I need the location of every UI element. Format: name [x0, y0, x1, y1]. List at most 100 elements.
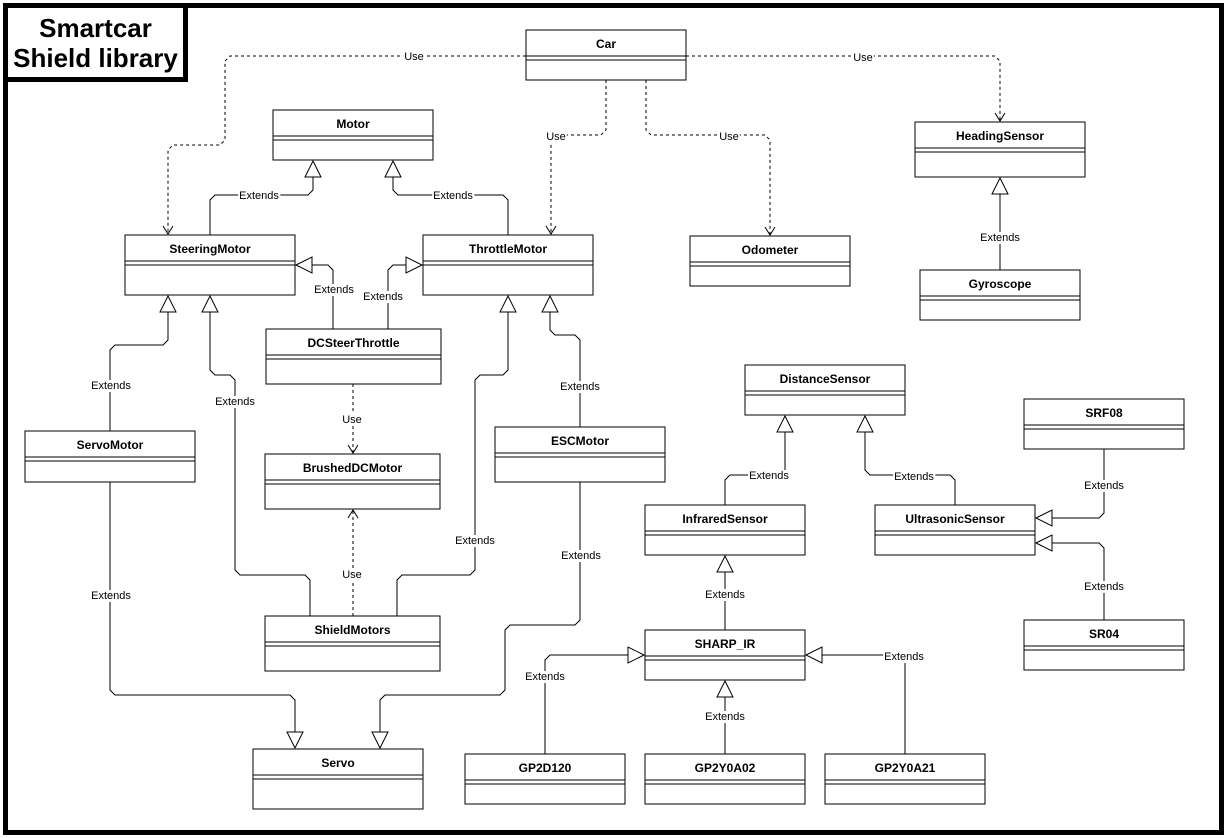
class-servo-motor[interactable]: ServoMotor: [24, 430, 196, 483]
generalization-arrowhead: [499, 294, 517, 313]
relation-line: [545, 80, 607, 235]
relation-label: Use: [546, 131, 566, 143]
class-sr04[interactable]: SR04: [1023, 619, 1185, 671]
class-brushed-dc-motor[interactable]: BrushedDCMotor: [264, 453, 441, 510]
relation-label-background: [432, 190, 475, 202]
relation-ext-esc-throttle: Extends: [541, 294, 602, 427]
class-car[interactable]: Car: [525, 29, 687, 81]
relation-label-background: [454, 535, 497, 547]
relation-line: [645, 80, 776, 236]
relation-label: Extends: [980, 232, 1020, 244]
class-ultrasonic-sensor[interactable]: UltrasonicSensor: [874, 504, 1036, 556]
relation-label-background: [362, 291, 405, 303]
class-name: SRF08: [1085, 406, 1123, 420]
class-name: ServoMotor: [77, 438, 144, 452]
class-esc-motor[interactable]: ESCMotor: [494, 426, 666, 483]
relation-label-background: [559, 381, 602, 393]
relation-line: [822, 654, 906, 754]
relation-line: [686, 55, 1006, 122]
generalization-arrowhead: [991, 176, 1009, 195]
generalization-arrowhead: [286, 731, 304, 750]
class-throttle-motor[interactable]: ThrottleMotor: [422, 234, 594, 296]
relation-label-background: [313, 284, 356, 296]
generalization-arrowhead: [304, 159, 322, 178]
relation-use-shield-brushed: Use: [341, 509, 363, 616]
relation-label: Use: [853, 52, 873, 64]
generalization-arrowhead: [804, 646, 823, 664]
class-name: HeadingSensor: [956, 129, 1044, 143]
generalization-arrowhead: [716, 554, 734, 573]
relation-line: [392, 177, 509, 235]
class-sharp-ir[interactable]: SHARP_IR: [644, 629, 806, 681]
relation-label: Use: [342, 414, 362, 426]
relation-label-background: [560, 550, 603, 562]
class-name: ThrottleMotor: [469, 242, 547, 256]
class-gp2y0a02[interactable]: GP2Y0A02: [644, 753, 806, 805]
relation-ext-ultrasonic-distance: Extends: [856, 414, 956, 505]
class-name: InfraredSensor: [682, 512, 768, 526]
relation-ext-sr04-ultrasonic: Extends: [1034, 534, 1126, 620]
generalization-arrowhead: [1034, 534, 1053, 552]
relation-label: Extends: [215, 396, 255, 408]
class-gyroscope[interactable]: Gyroscope: [919, 269, 1081, 321]
relation-line: [312, 264, 334, 329]
relation-label-background: [341, 414, 363, 426]
class-gp2d120[interactable]: GP2D120: [464, 753, 626, 805]
relation-ext-shield-steering: Extends: [201, 294, 311, 616]
generalization-arrowhead: [405, 256, 424, 274]
class-infrared-sensor[interactable]: InfraredSensor: [644, 504, 806, 556]
class-name: DistanceSensor: [780, 372, 871, 386]
class-name: UltrasonicSensor: [905, 512, 1005, 526]
relation-label-background: [238, 190, 281, 202]
relation-ext-srf08-ultrasonic: Extends: [1034, 449, 1126, 527]
relation-ext-dcsteer-throttle: Extends: [362, 256, 424, 329]
relation-ext-sharp-infrared: Extends: [704, 554, 747, 630]
relation-line: [864, 432, 956, 505]
class-heading-sensor[interactable]: HeadingSensor: [914, 121, 1086, 178]
relation-label: Extends: [525, 671, 565, 683]
class-name: BrushedDCMotor: [303, 461, 403, 475]
class-steering-motor[interactable]: SteeringMotor: [124, 234, 296, 296]
relation-label: Extends: [363, 291, 403, 303]
class-servo[interactable]: Servo: [252, 748, 424, 810]
generalization-arrowhead: [627, 646, 646, 664]
relation-label-background: [883, 651, 926, 663]
class-name: Gyroscope: [969, 277, 1032, 291]
class-srf08[interactable]: SRF08: [1023, 398, 1185, 450]
relation-line: [209, 177, 314, 235]
class-gp2y0a21[interactable]: GP2Y0A21: [824, 753, 986, 805]
relation-label: Extends: [560, 381, 600, 393]
class-name: GP2Y0A21: [875, 761, 936, 775]
class-motor[interactable]: Motor: [272, 109, 434, 161]
generalization-arrowhead: [294, 256, 313, 274]
relation-label-background: [748, 470, 791, 482]
relation-label-background: [90, 590, 133, 602]
relation-label: Extends: [91, 590, 131, 602]
relation-ext-servomotor-servo: Extends: [90, 482, 304, 750]
class-name: SR04: [1089, 627, 1119, 641]
generalization-arrowhead: [716, 679, 734, 698]
relation-label-background: [979, 232, 1022, 244]
class-name: Odometer: [742, 243, 799, 257]
class-name: SteeringMotor: [169, 242, 251, 256]
relation-ext-esc-servo: Extends: [371, 482, 603, 750]
relation-ext-throttle-motor: Extends: [384, 159, 509, 235]
class-odometer[interactable]: Odometer: [689, 235, 851, 287]
class-name: Servo: [321, 756, 354, 770]
relation-line: [162, 55, 526, 235]
relation-label: Extends: [1084, 581, 1124, 593]
relation-label: Extends: [433, 190, 473, 202]
relation-label: Extends: [894, 471, 934, 483]
class-shield-motors[interactable]: ShieldMotors: [264, 615, 441, 672]
relation-ext-gp2y0a02-sharp: Extends: [704, 679, 747, 754]
relation-label: Extends: [1084, 480, 1124, 492]
relation-label: Extends: [455, 535, 495, 547]
generalization-arrowhead: [856, 414, 874, 433]
class-dc-steer-throttle[interactable]: DCSteerThrottle: [265, 328, 442, 385]
relation-use-dcsteer-brushed: Use: [341, 384, 363, 454]
relation-line: [544, 654, 628, 754]
class-name: DCSteerThrottle: [307, 336, 399, 350]
relation-line: [396, 312, 509, 616]
class-distance-sensor[interactable]: DistanceSensor: [744, 364, 906, 416]
